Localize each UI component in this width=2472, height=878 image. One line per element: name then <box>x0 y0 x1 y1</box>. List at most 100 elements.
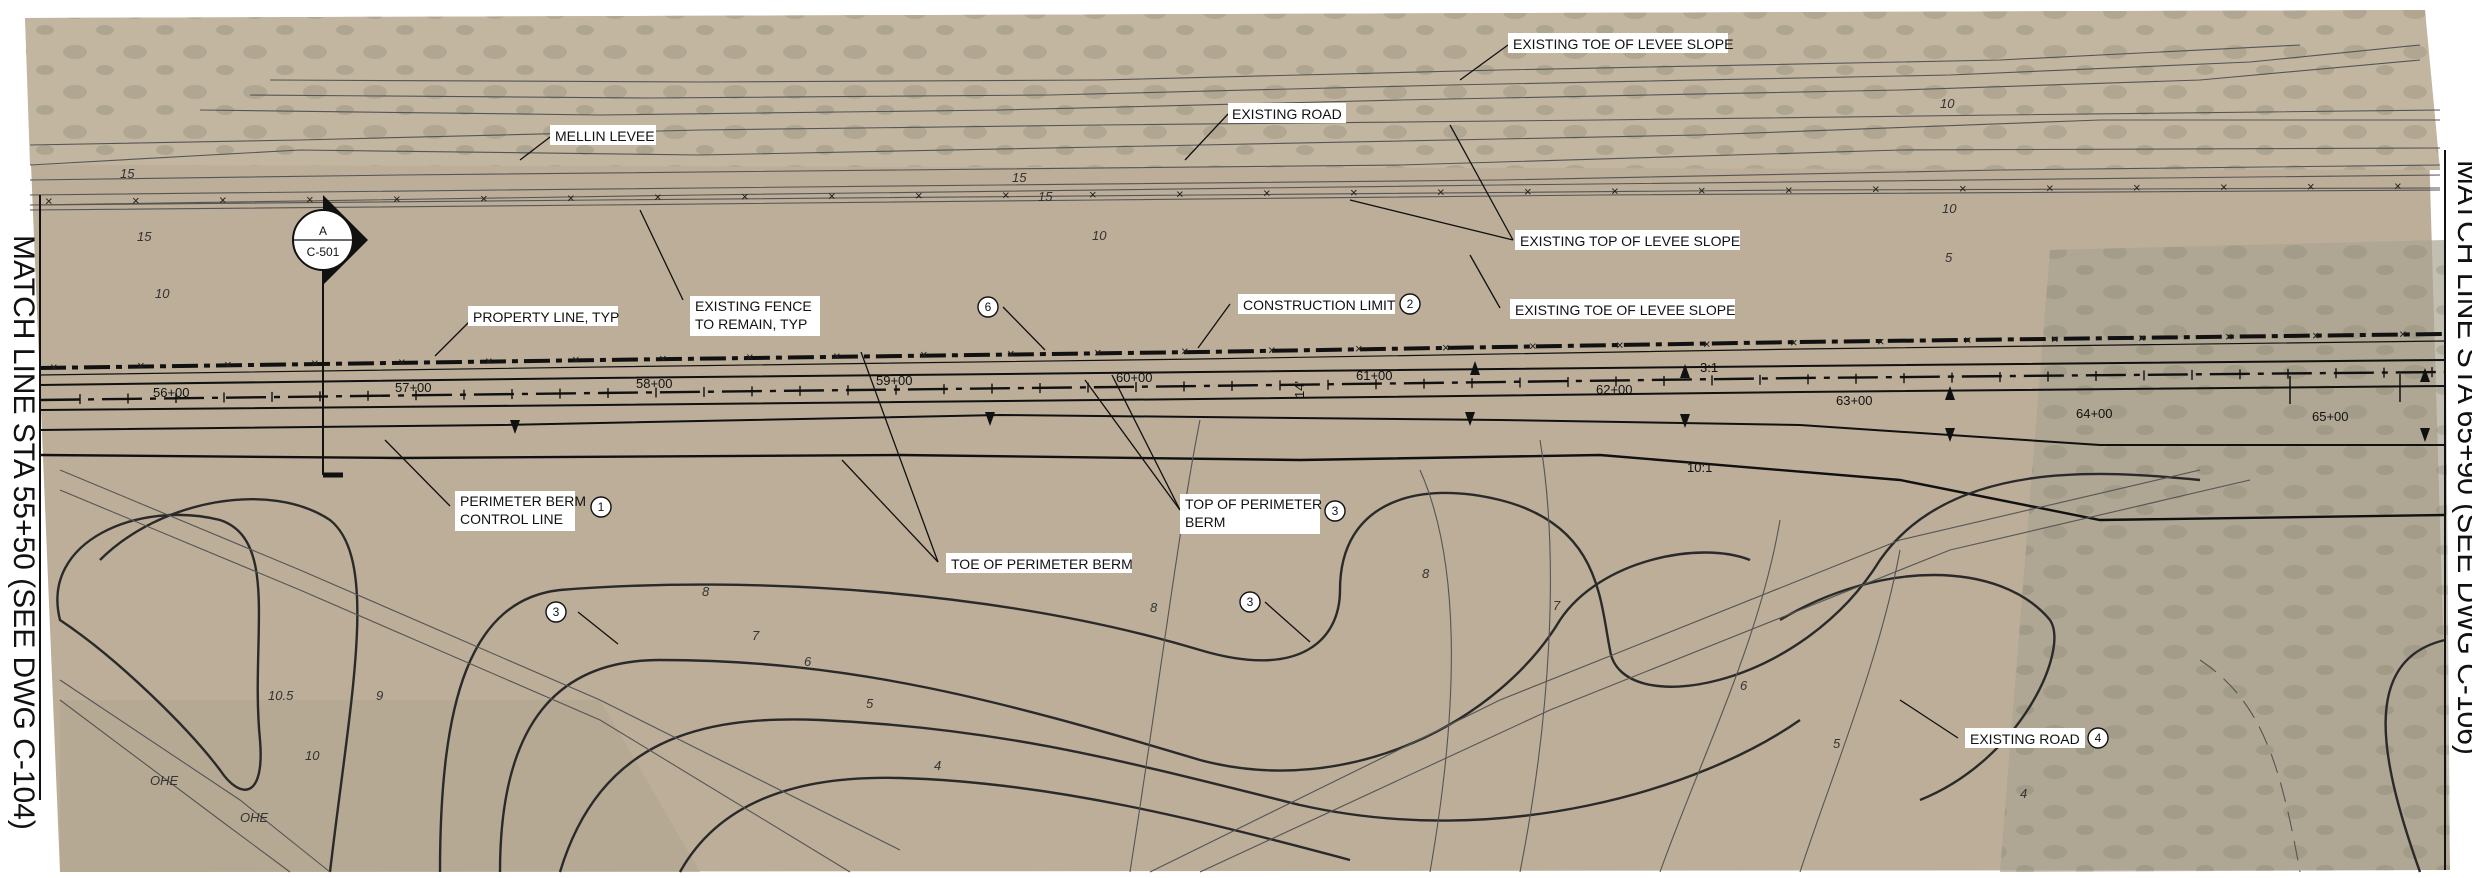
callout-mellin-levee: MELLIN LEVEE <box>555 128 655 144</box>
fence-mark: × <box>2225 329 2233 344</box>
station-label: 57+00 <box>395 380 432 395</box>
callout-ref: 6 <box>985 300 992 314</box>
callout-perimeter-berm: CONTROL LINE <box>460 511 563 527</box>
station-label: 56+00 <box>153 385 190 400</box>
fence-mark: × <box>1616 338 1624 353</box>
fence-mark: × <box>1268 342 1276 357</box>
fence-mark: × <box>1176 186 1184 201</box>
fence-mark: × <box>1089 187 1097 202</box>
fence-mark: × <box>2133 180 2141 195</box>
callout-ref: 3 <box>1332 504 1339 518</box>
fence-mark: × <box>828 189 836 204</box>
fence-mark: × <box>1698 183 1706 198</box>
contour-label: 10 <box>1940 96 1955 111</box>
width-label: 14' <box>1292 381 1307 398</box>
callout-ref: 1 <box>598 500 605 514</box>
callout-existing-top-levee: EXISTING TOP OF LEVEE SLOPE <box>1520 233 1740 249</box>
fence-mark: × <box>572 352 580 367</box>
fence-mark: × <box>1872 182 1880 197</box>
contour-label: 8 <box>702 584 710 599</box>
callouts: EXISTING TOE OF LEVEE SLOPE EXISTING ROA… <box>455 33 2109 749</box>
utility-tag: OHE <box>150 773 179 788</box>
contour-label: 5 <box>866 696 874 711</box>
contour-label: 8 <box>1422 566 1430 581</box>
leader-lines <box>384 44 1959 739</box>
fence-mark: × <box>2394 178 2402 193</box>
contour-label: 5 <box>1945 250 1953 265</box>
fence-mark: × <box>2307 179 2315 194</box>
fence-mark: × <box>137 358 145 373</box>
fence-mark: × <box>224 357 232 372</box>
contour-label: 10.5 <box>268 688 294 703</box>
fence-mark: × <box>1350 185 1358 200</box>
callout-ref: 3 <box>1247 595 1254 609</box>
contour-label: 7 <box>1553 598 1561 613</box>
contour-label: 15 <box>1012 170 1027 185</box>
fence-mark: × <box>45 194 53 209</box>
fence-mark: × <box>311 356 319 371</box>
callout-construction-limit: CONSTRUCTION LIMIT <box>1243 297 1396 313</box>
callout-existing-fence: EXISTING FENCE <box>695 298 812 314</box>
callout-top-perimeter-berm: BERM <box>1185 514 1225 530</box>
fence-mark: × <box>1959 181 1967 196</box>
contour-label: 8 <box>1150 600 1158 615</box>
fence-mark: × <box>398 354 406 369</box>
aerial-background <box>25 10 2450 872</box>
existing-contours <box>59 419 2251 873</box>
contour-label: 9 <box>376 688 383 703</box>
section-sheet: C-501 <box>307 245 340 259</box>
fence-mark: × <box>654 190 662 205</box>
perimeter-berm <box>39 359 2446 522</box>
fence-mark: × <box>915 188 923 203</box>
contour-labels: 15 15 15 15 10 10 10 10 5 8 8 8 7 7 6 6 … <box>120 96 2027 825</box>
fence-mark: × <box>306 192 314 207</box>
station-label: 58+00 <box>636 376 673 391</box>
contour-label: 7 <box>752 628 760 643</box>
station-ticks <box>79 367 2433 405</box>
contour-label: 10 <box>305 748 320 763</box>
fence-mark: × <box>2138 330 2146 345</box>
callout-existing-toe-top: EXISTING TOE OF LEVEE SLOPE <box>1513 36 1733 52</box>
fence-mark: × <box>50 359 58 374</box>
contour-label: 10 <box>1942 201 1957 216</box>
contour-label: 6 <box>804 654 812 669</box>
contour-label: 15 <box>120 166 135 181</box>
callout-toe-perimeter-berm: TOE OF PERIMETER BERM <box>951 556 1133 572</box>
callout-ref: 2 <box>1407 297 1414 311</box>
slope-label: 10:1 <box>1687 460 1712 475</box>
fence-mark: × <box>1524 184 1532 199</box>
match-line-right: MATCH LINE STA 65+90 (SEE DWG C-106) <box>2451 160 2472 755</box>
construction-limit-line: ×××××××××××××××××××××××××××× <box>39 327 2446 376</box>
callout-property-line: PROPERTY LINE, TYP <box>473 309 619 325</box>
station-label: 64+00 <box>2076 406 2113 421</box>
callout-existing-road-top: EXISTING ROAD <box>1232 106 1342 122</box>
existing-fence: ×××××××××××××××××××××××××××× <box>39 178 2441 209</box>
fence-mark: × <box>1611 183 1619 198</box>
match-line-left: MATCH LINE STA 55+50 (SEE DWG C-104) <box>7 235 40 830</box>
fence-mark: × <box>1785 182 1793 197</box>
contour-label: 6 <box>1740 678 1748 693</box>
callout-perimeter-berm: PERIMETER BERM <box>460 493 586 509</box>
levee-contours <box>29 44 2441 211</box>
callout-top-perimeter-berm: TOP OF PERIMETER <box>1185 496 1322 512</box>
callout-existing-fence: TO REMAIN, TYP <box>695 316 807 332</box>
contour-label: 4 <box>934 758 941 773</box>
station-label: 65+00 <box>2312 409 2349 424</box>
station-label: 63+00 <box>1836 393 1873 408</box>
fence-mark: × <box>1007 346 1015 361</box>
fence-mark: × <box>1181 344 1189 359</box>
fence-mark: × <box>480 191 488 206</box>
fence-mark: × <box>1877 334 1885 349</box>
slope-label: 3:1 <box>1700 360 1718 375</box>
fence-mark: × <box>393 191 401 206</box>
fence-mark: × <box>1529 339 1537 354</box>
fence-mark: × <box>833 348 841 363</box>
fence-mark: × <box>1002 187 1010 202</box>
contour-label: 15 <box>137 229 152 244</box>
fence-mark: × <box>567 190 575 205</box>
contour-label: 5 <box>1833 736 1841 751</box>
fence-mark: × <box>2051 331 2059 346</box>
fence-mark: × <box>746 350 754 365</box>
fence-mark: × <box>1442 340 1450 355</box>
